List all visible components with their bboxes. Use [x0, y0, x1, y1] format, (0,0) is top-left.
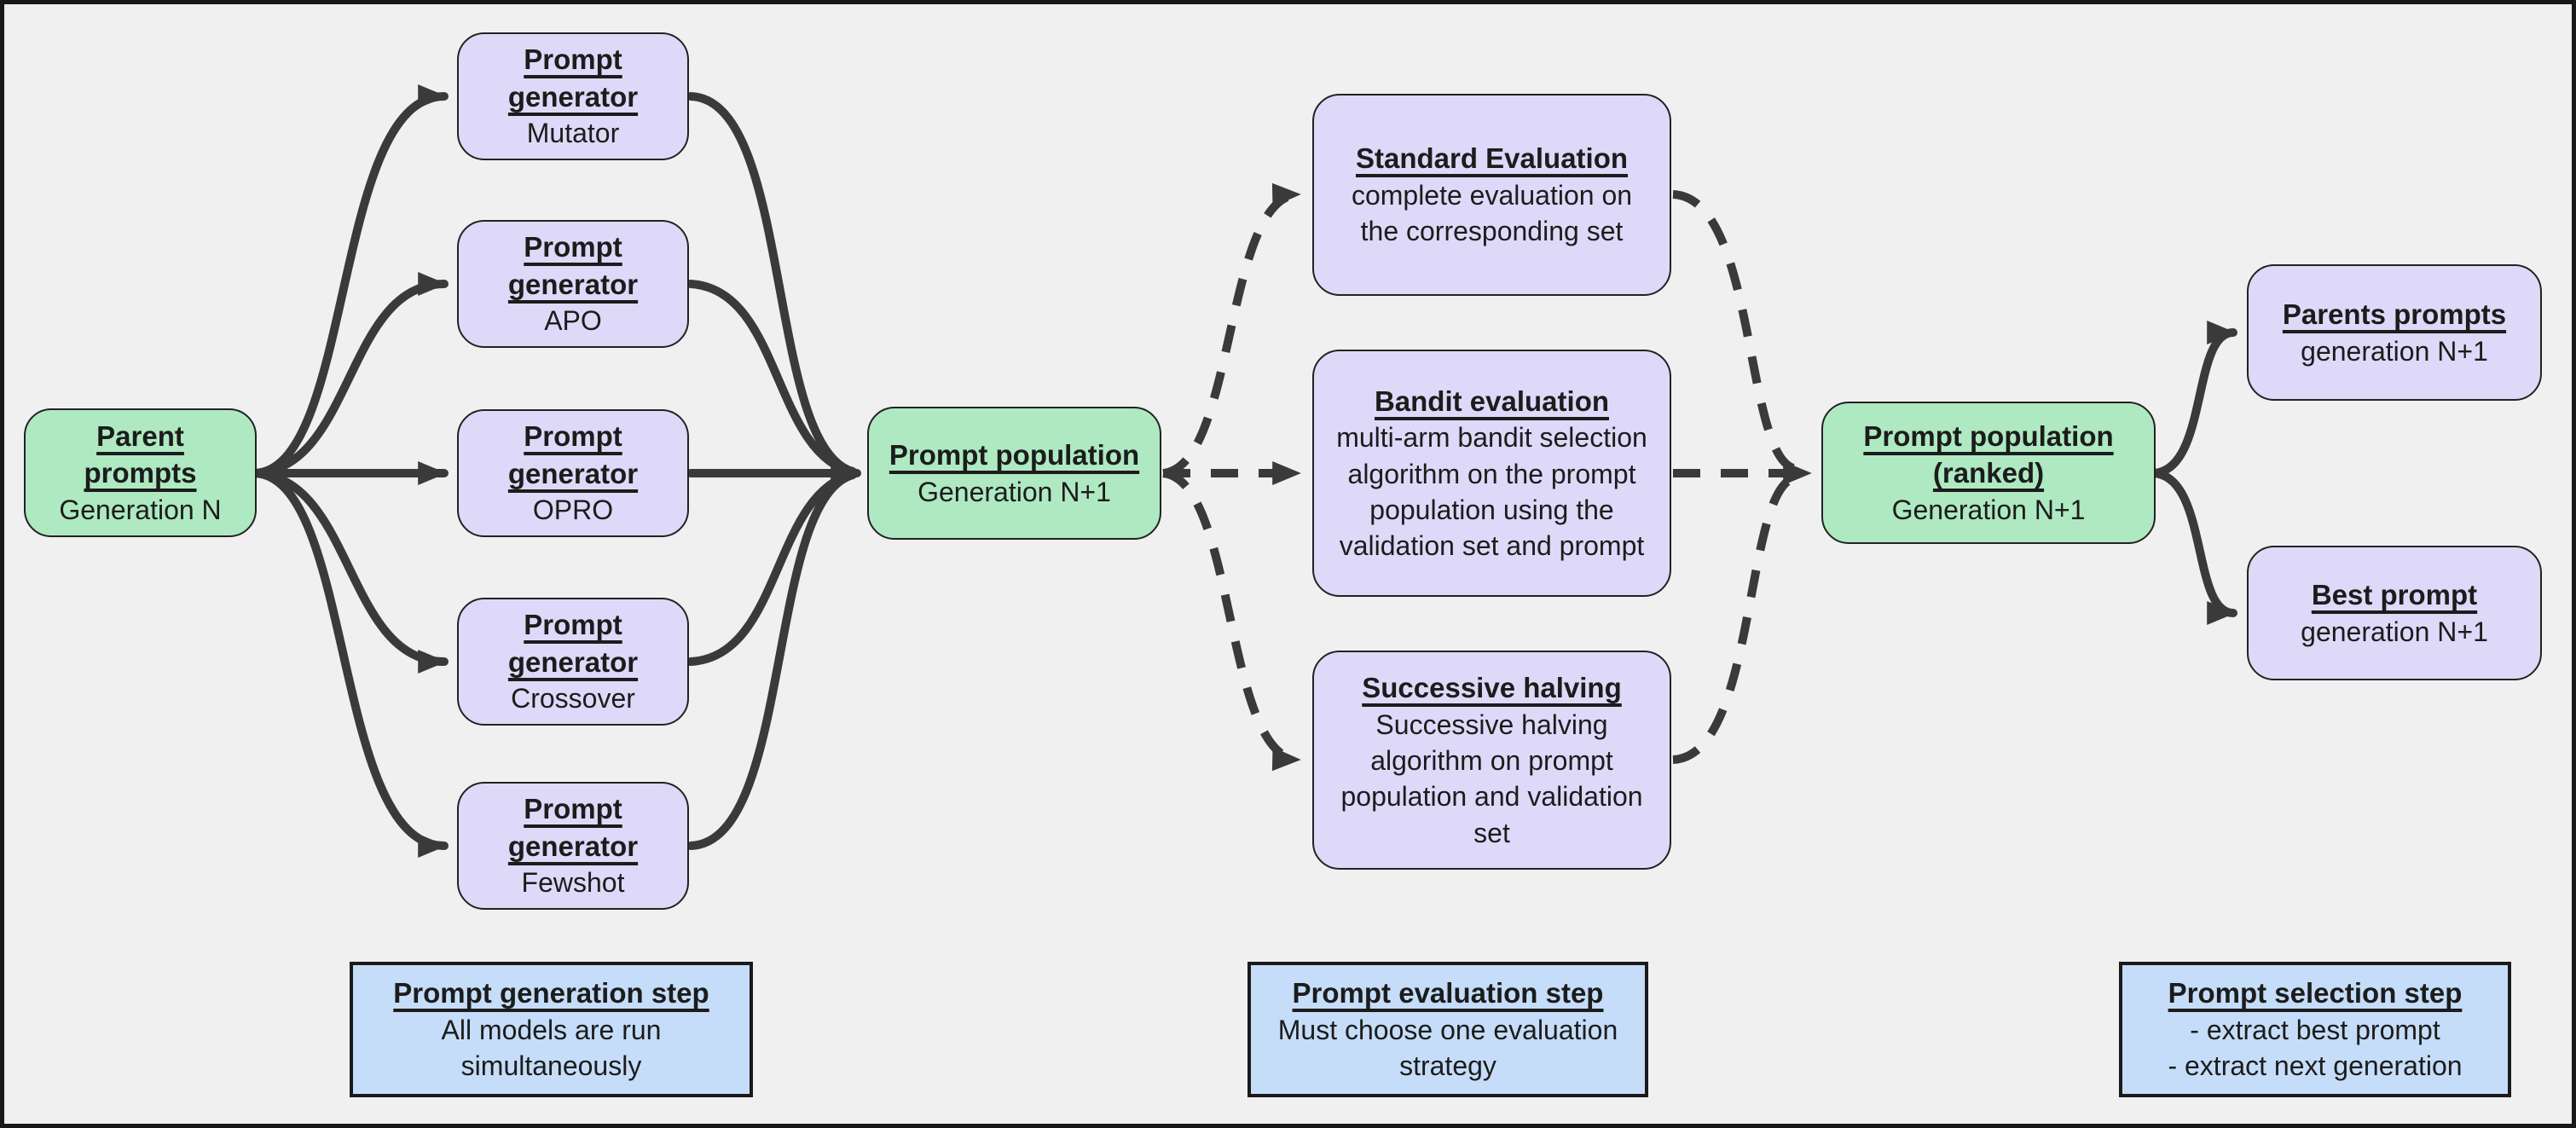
arrow-ranked-to-parents: [2150, 321, 2237, 477]
step-title: Prompt generation step: [393, 977, 709, 1009]
node-bandit-evaluation: Bandit evaluation multi-arm bandit selec…: [1312, 350, 1671, 597]
node-prompt-generator-crossover: Prompt generator Crossover: [457, 598, 689, 726]
arrow-parent-to-fewshot: [251, 469, 449, 858]
edges-layer: [251, 84, 2237, 858]
node-title: Prompt generator: [507, 609, 639, 678]
step-body: - extract best prompt - extract next gen…: [2168, 1015, 2463, 1082]
dashed-arrow-population-to-standard: [1161, 182, 1301, 477]
arrow-parent-to-crossover: [251, 469, 449, 674]
step-body: All models are run simultaneously: [441, 1015, 662, 1082]
node-prompt-generator-mutator: Prompt generator Mutator: [457, 32, 689, 160]
node-subtitle: Crossover: [511, 683, 635, 714]
node-title: Prompt generator: [507, 43, 639, 113]
node-body: complete evaluation on the corresponding…: [1351, 180, 1633, 247]
node-subtitle: generation N+1: [2301, 335, 2488, 367]
node-prompt-generator-fewshot: Prompt generator Fewshot: [457, 782, 689, 910]
dashed-arrow-standard-to-ranked: [1672, 190, 1796, 472]
legend-prompt-selection-step: Prompt selection step - extract best pro…: [2119, 962, 2511, 1097]
arrow-fewshot-to-population: [686, 471, 857, 850]
node-parent-prompts: Parent prompts Generation N: [24, 408, 257, 537]
node-title: Prompt population (ranked): [1863, 419, 2114, 489]
node-successive-halving: Successive halving Successive halving al…: [1312, 651, 1671, 870]
step-body: Must choose one evaluation strategy: [1277, 1015, 1618, 1082]
node-title: Prompt generator: [507, 420, 639, 489]
node-prompt-generator-opro: Prompt generator OPRO: [457, 409, 689, 537]
arrow-crossover-to-population: [686, 470, 857, 666]
node-subtitle: Generation N+1: [1891, 494, 2086, 525]
dashed-arrow-halving-to-ranked: [1672, 474, 1796, 764]
arrow-mutator-to-population: [686, 92, 857, 476]
node-title: Parents prompts: [2282, 298, 2507, 331]
node-title: Prompt generator: [507, 231, 639, 300]
node-body: Successive halving algorithm on prompt p…: [1340, 709, 1643, 848]
node-subtitle: Mutator: [526, 118, 620, 149]
step-title: Prompt evaluation step: [1292, 977, 1604, 1009]
node-title: Standard Evaluation: [1355, 142, 1629, 175]
node-prompt-population-ranked: Prompt population (ranked) Generation N+…: [1821, 402, 2156, 544]
node-subtitle: Generation N+1: [918, 476, 1111, 507]
node-subtitle: generation N+1: [2301, 616, 2488, 647]
node-body: multi-arm bandit selection algorithm on …: [1336, 422, 1647, 561]
arrow-ranked-to-best: [2150, 469, 2237, 625]
node-subtitle: APO: [544, 305, 602, 337]
node-standard-evaluation: Standard Evaluation complete evaluation …: [1312, 94, 1671, 296]
node-prompt-population: Prompt population Generation N+1: [867, 407, 1161, 540]
step-title: Prompt selection step: [2168, 977, 2463, 1009]
arrow-parent-to-apo: [251, 272, 449, 477]
legend-prompt-evaluation-step: Prompt evaluation step Must choose one e…: [1247, 962, 1648, 1097]
node-title: Bandit evaluation: [1374, 385, 1610, 417]
node-subtitle: OPRO: [532, 495, 614, 526]
node-title: Parent prompts: [84, 419, 197, 489]
node-prompt-generator-apo: Prompt generator APO: [457, 220, 689, 348]
arrow-parent-to-mutator: [251, 84, 449, 477]
dashed-arrow-population-to-halving: [1161, 469, 1301, 772]
node-title: Best prompt: [2311, 579, 2478, 611]
arrow-apo-to-population: [686, 280, 857, 477]
node-title: Prompt population: [889, 439, 1140, 471]
node-parents-prompts: Parents prompts generation N+1: [2247, 264, 2542, 401]
node-title: Prompt generator: [507, 793, 639, 862]
node-title: Successive halving: [1362, 672, 1622, 704]
node-subtitle: Generation N: [59, 494, 222, 525]
node-subtitle: Fewshot: [521, 867, 625, 899]
legend-prompt-generation-step: Prompt generation step All models are ru…: [350, 962, 753, 1097]
node-best-prompt: Best prompt generation N+1: [2247, 546, 2542, 680]
